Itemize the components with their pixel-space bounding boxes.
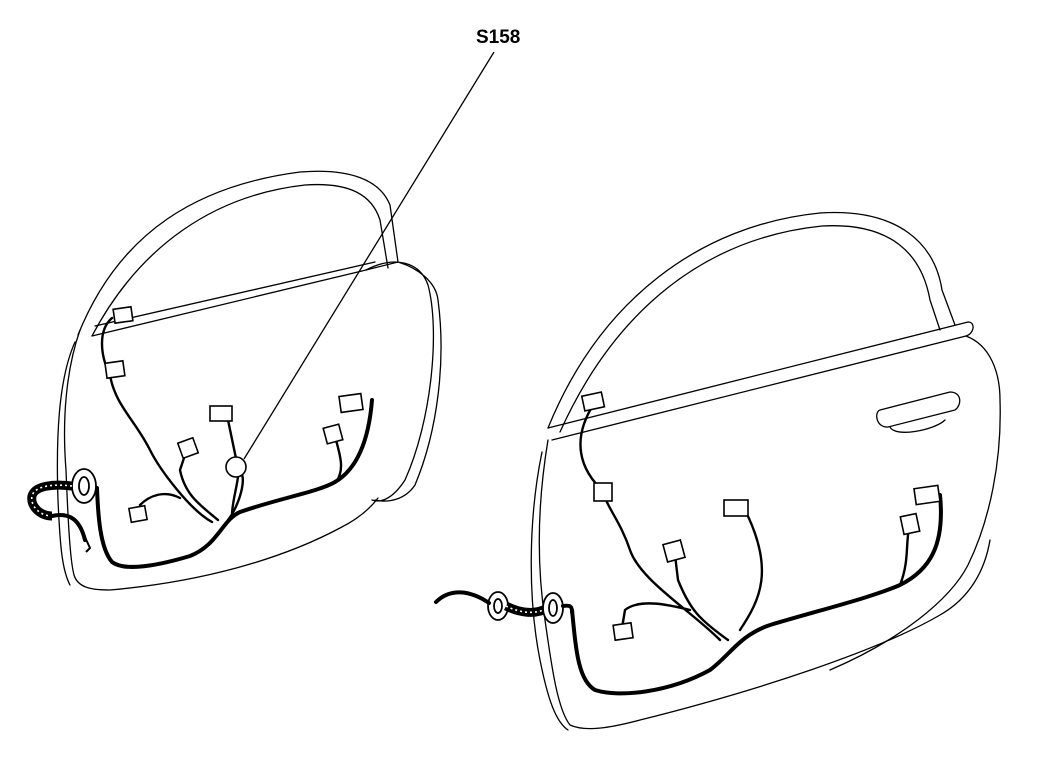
left-harness-pigtail-end: [83, 534, 92, 553]
connector-icon: [723, 499, 749, 517]
right-door-beltline: [547, 321, 974, 441]
left-door-panel-lip: [56, 341, 76, 586]
connector-icon: [580, 391, 606, 412]
connector-icon: [913, 484, 941, 506]
callout-label: S158: [476, 27, 520, 48]
right-grommet-outer-inner: [493, 598, 503, 614]
left-door-inner-panel: [63, 329, 379, 591]
door-handle: [876, 391, 961, 433]
connector-icon: [899, 512, 921, 536]
connector-icon: [661, 538, 687, 564]
splice-s158-marker: [225, 456, 247, 478]
connector-icon: [176, 436, 200, 460]
right-grommet-inner-hole: [548, 599, 558, 617]
left-grommet-inner: [78, 476, 90, 496]
right-harness-to-grommet: [561, 603, 574, 614]
right-door-panel-lip: [530, 451, 569, 731]
connector-icon: [127, 504, 149, 524]
connector-icon: [209, 405, 233, 422]
callout-leader-line: [243, 51, 495, 460]
left-door-rear-edge: [365, 261, 442, 502]
right-door: [434, 211, 1001, 731]
left-harness-branches: [100, 316, 343, 524]
right-harness-branches: [579, 400, 912, 642]
connector-icon: [612, 621, 634, 642]
connector-icon: [112, 305, 134, 325]
left-harness-trunk: [95, 398, 374, 569]
connector-icon: [104, 359, 126, 380]
right-harness-trunk: [570, 493, 943, 696]
callout-s158: S158: [243, 27, 520, 460]
right-door-inner-panel: [538, 439, 991, 730]
left-door-beltline: [91, 261, 399, 337]
right-door-rear-edge: [829, 335, 1001, 671]
connector-icon: [338, 392, 364, 414]
right-harness-pigtail: [434, 590, 491, 605]
left-conduit-ribs: [30, 484, 73, 517]
connector-icon: [322, 423, 344, 445]
left-door: [27, 170, 442, 591]
left-door-window-frame: [77, 170, 399, 337]
right-door-window-frame: [547, 211, 956, 433]
connector-icon: [593, 482, 613, 502]
